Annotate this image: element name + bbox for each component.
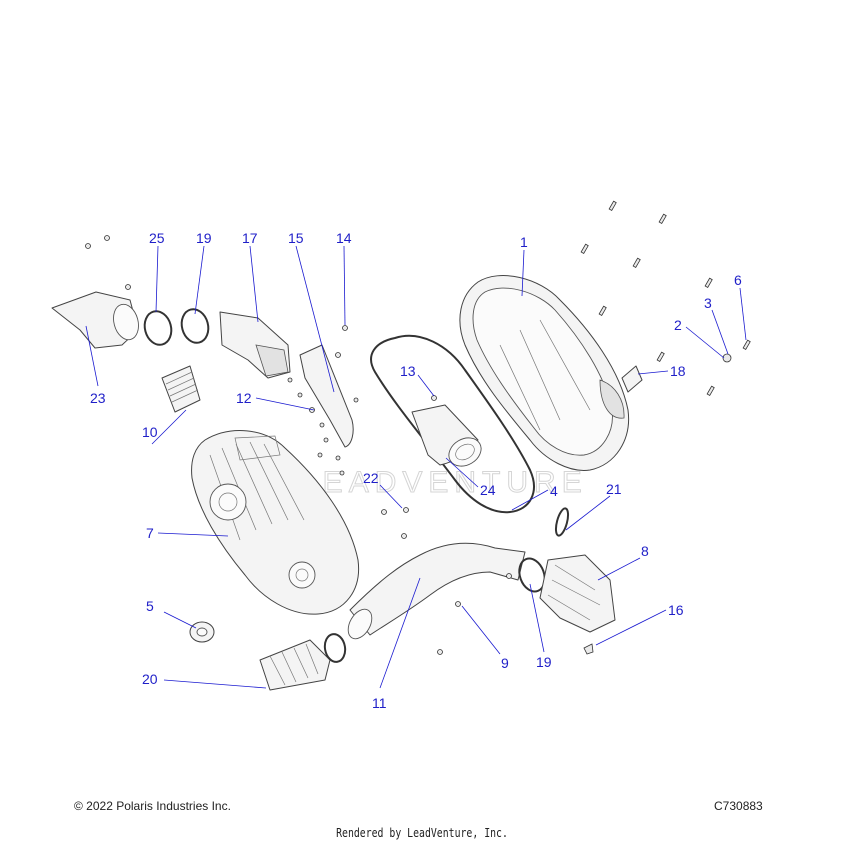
part-clamp-21 [554,507,570,537]
callout-12: 12 [236,390,252,406]
callout-15: 15 [288,230,304,246]
part-bracket [299,344,354,448]
callout-24: 24 [480,482,496,498]
part-screen [161,365,201,413]
callout-19-bottom: 19 [536,654,552,670]
diagram-code: C730883 [714,799,763,813]
callout-22: 22 [363,470,379,486]
callouts: 1 2 3 4 5 6 7 8 9 10 11 12 13 14 15 16 1… [90,230,742,711]
callout-13: 13 [400,363,416,379]
part-plate [621,365,643,393]
callout-16: 16 [668,602,684,618]
watermark: LEADVENTURE [300,466,588,499]
part-duct-funnel [411,404,482,467]
callout-2: 2 [674,317,682,333]
callout-1: 1 [520,234,528,250]
part-clamp-20 [323,633,347,663]
callout-23: 23 [90,390,106,406]
callout-17: 17 [242,230,258,246]
part-filter-hose [259,639,331,691]
part-outer-cover [459,275,630,471]
part-gasket [370,334,535,514]
callout-21: 21 [606,481,622,497]
bolts [85,200,751,655]
callout-20: 20 [142,671,158,687]
callout-11: 11 [372,695,387,711]
copyright-text: © 2022 Polaris Industries Inc. [74,799,231,813]
callout-3: 3 [704,295,712,311]
callout-8: 8 [641,543,649,559]
part-inner-cover [191,430,360,615]
part-duct-8 [539,554,616,633]
part-clamp-19-top [180,308,210,344]
callout-18: 18 [670,363,686,379]
part-intake-snorkel [51,291,139,349]
callout-5: 5 [146,598,154,614]
part-elbow-duct [219,311,291,379]
callout-14: 14 [336,230,352,246]
callout-9: 9 [501,655,509,671]
part-clamp-25 [143,310,173,346]
rendered-by-text: Rendered by LeadVenture, Inc. [336,826,508,840]
callout-6: 6 [734,272,742,288]
part-clamp-19-bottom [518,557,546,593]
leader-lines [85,245,747,689]
callout-10: 10 [142,424,158,440]
callout-25: 25 [149,230,165,246]
callout-7: 7 [146,525,154,541]
part-seal [189,621,215,643]
part-exhaust-duct [347,542,526,640]
callout-4: 4 [550,483,558,499]
callout-19-top: 19 [196,230,212,246]
